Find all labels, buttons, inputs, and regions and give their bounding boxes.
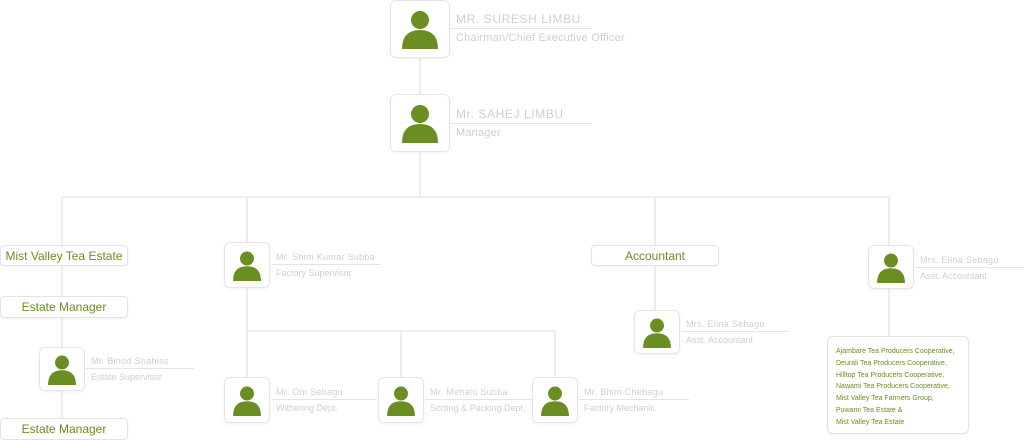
list-item: Ajambare Tea Producers Cooperative,	[836, 348, 955, 355]
person-title: Factory Mechanic	[584, 403, 656, 413]
name-underline	[450, 123, 592, 124]
person-name: MR. SURESH LIMBU	[456, 12, 581, 26]
list-item: Hilltop Tea Producers Cooperative,	[836, 371, 945, 379]
person-name: Mr. Om Sebagu	[276, 387, 343, 397]
person-icon	[233, 386, 261, 416]
person-icon	[643, 318, 671, 348]
person-title: Chairman/Chief Executive Officer	[456, 32, 625, 44]
person-title: Withering Dept.	[276, 403, 339, 413]
person-name: Mr. Bhim Chebagu	[584, 387, 664, 397]
list-item: Mist Valley Tea Farmers Group,	[836, 395, 934, 403]
person-title: Sorting & Packing Dept.	[430, 403, 526, 413]
person-name: Mr. Binod Shahiss	[91, 356, 169, 366]
person-title: Factory Supervisor	[276, 268, 352, 278]
person-title: Estate Supervisor	[91, 372, 163, 382]
list-item: Puwami Tea Estate &	[836, 406, 903, 414]
box-estate-manager-bottom: Estate Manager	[0, 418, 128, 440]
list-item: Nawami Tea Producers Cooperative,	[836, 383, 950, 391]
person-card-mehalu	[378, 377, 424, 423]
name-underline	[450, 28, 592, 29]
person-icon	[233, 251, 261, 281]
cooperatives-list: Ajambare Tea Producers Cooperative, Deur…	[827, 336, 969, 434]
person-title: Asst. Accountant	[686, 335, 754, 345]
person-name: Mr. SAHEJ LIMBU	[456, 107, 564, 121]
person-name: Mrs. Elina Sebagu	[686, 319, 765, 329]
person-icon	[402, 11, 438, 49]
person-card-bhim	[532, 377, 578, 423]
person-card-sahej	[390, 94, 450, 152]
person-name: Mr. Shim Kumar Subba	[276, 252, 376, 262]
name-underline	[915, 267, 1024, 268]
box-estate-manager: Estate Manager	[0, 296, 128, 318]
name-underline	[681, 331, 789, 332]
person-card-suresh	[390, 0, 450, 58]
person-icon	[48, 355, 76, 385]
person-icon	[877, 253, 905, 283]
box-accountant: Accountant	[591, 245, 719, 266]
person-name: Mrs. Elina Sebagu	[920, 255, 999, 265]
name-underline	[271, 264, 381, 265]
person-icon	[402, 105, 438, 143]
person-card-elina-top	[868, 245, 914, 289]
person-card-binod	[39, 347, 85, 391]
person-title: Manager	[456, 127, 501, 139]
person-name: Mr. Mehalu Subba	[430, 387, 508, 397]
name-underline	[271, 399, 377, 400]
person-icon	[387, 386, 415, 416]
name-underline	[86, 368, 194, 369]
person-card-om	[224, 377, 270, 423]
person-card-shim	[224, 242, 270, 288]
person-icon	[541, 386, 569, 416]
name-underline	[579, 399, 689, 400]
list-item: Deurali Tea Producers Cooperative,	[836, 359, 947, 367]
person-title: Asst. Accountant	[920, 271, 988, 281]
box-mist-valley-tea-estate: Mist Valley Tea Estate	[0, 245, 128, 266]
person-card-elina-mid	[634, 310, 680, 354]
name-underline	[425, 399, 533, 400]
list-item: Mist Valley Tea Estate	[836, 418, 905, 426]
